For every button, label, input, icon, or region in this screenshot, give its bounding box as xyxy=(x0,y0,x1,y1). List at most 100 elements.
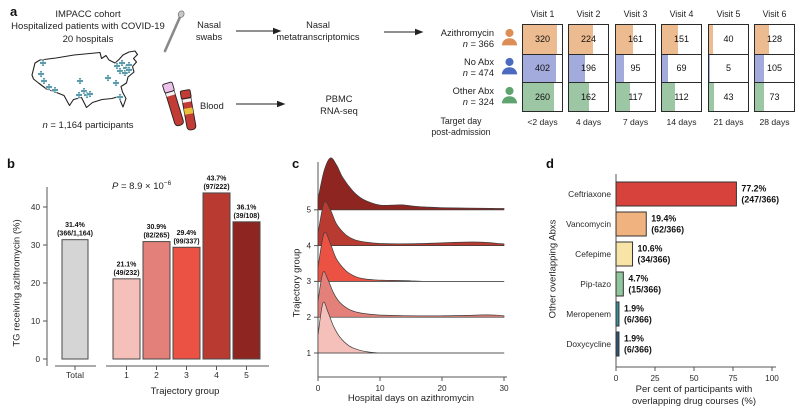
bar-3 xyxy=(172,246,201,360)
bar-Total xyxy=(61,239,89,360)
blood-tubes-icon xyxy=(162,81,197,131)
visit-cell-fill xyxy=(569,83,589,111)
marker-bar xyxy=(76,79,84,83)
hospital-marker xyxy=(104,74,112,82)
category-label: Pip-tazo xyxy=(580,279,611,289)
arrow-icon xyxy=(236,27,282,35)
category-label: Meropenem xyxy=(566,309,611,319)
bar-Cefepime xyxy=(615,241,634,267)
visit-cell-fill xyxy=(709,25,714,54)
visit-cell-count: 128 xyxy=(766,34,783,45)
person-icon xyxy=(501,28,518,46)
group-name: No Abx xyxy=(464,57,494,67)
x-tick-label: 0 xyxy=(614,374,619,383)
visit-cell: 402 xyxy=(523,53,562,83)
visit-cell-count: 402 xyxy=(534,63,551,74)
panel-d-xlabel-line2: overlapping drug courses (%) xyxy=(631,396,757,407)
marker-bar xyxy=(80,89,88,93)
hospital-marker xyxy=(112,79,120,87)
visit-cell: 73 xyxy=(755,82,794,111)
visit-cell-fill xyxy=(523,25,558,54)
x-tick-label: 50 xyxy=(689,374,699,383)
bar-label-frac: (82/265) xyxy=(143,233,169,240)
marker-bar xyxy=(40,79,48,83)
marker-bar xyxy=(39,61,47,65)
visit-header: Visit 1 xyxy=(530,9,555,19)
marker-bar xyxy=(51,88,59,92)
marker-bar xyxy=(37,72,45,76)
visit-cell-fill xyxy=(755,83,764,111)
bar-label-pct: 19.4% xyxy=(651,214,676,224)
panel-a: a IMPACC cohort Hospitalized patients wi… xyxy=(0,0,800,150)
visit-cell: 162 xyxy=(569,82,608,111)
visit-cell-fill xyxy=(523,83,555,111)
bar-label-frac: (49/232) xyxy=(113,270,139,277)
panel-c-letter: c xyxy=(292,156,300,171)
visit-cell-count: 69 xyxy=(676,63,687,74)
bar-Pip-tazo xyxy=(615,271,624,297)
bar-label-frac: (366/1,164) xyxy=(57,231,93,238)
visit-cell: 43 xyxy=(709,82,748,111)
visit-cell: 105 xyxy=(755,53,794,83)
visit-cell: 260 xyxy=(523,82,562,111)
visit-cell-count: 73 xyxy=(769,92,780,103)
target-day-value: 21 days xyxy=(713,117,744,127)
person-icon xyxy=(501,57,518,75)
group-n: n = 366 xyxy=(462,39,494,49)
marker-bar xyxy=(112,81,120,85)
bar-label-pct: 31.4% xyxy=(65,222,86,229)
pvalue-p: P xyxy=(112,181,119,193)
visit-cell: 40 xyxy=(709,25,748,54)
target-day-value: 4 days xyxy=(575,117,602,127)
visit-cell-fill xyxy=(616,25,634,54)
category-label: Cefepime xyxy=(575,249,611,259)
ridge-density-1 xyxy=(317,301,505,354)
visit-cell-count: 196 xyxy=(580,63,597,74)
panel-d-xlabel: Per cent of participants with overlappin… xyxy=(614,384,774,408)
panel-b-xlabel: Trajectory group xyxy=(150,386,220,397)
panel-d: d Other overlapping Abxs Per cent of par… xyxy=(540,150,800,410)
visit-cell-count: 320 xyxy=(534,34,551,45)
hospital-marker xyxy=(118,59,126,67)
visit-cell: 196 xyxy=(569,53,608,83)
hospital-marker xyxy=(51,86,59,94)
x-tick-label: 10 xyxy=(375,384,385,393)
visit-cell: 69 xyxy=(662,53,701,83)
bar-label-frac: (34/366) xyxy=(638,255,671,265)
marker-bar xyxy=(125,63,133,67)
x-tick-label: 20 xyxy=(437,384,447,393)
us-outline xyxy=(31,50,139,109)
panel-b-chart: 010203040Total31.4%(366/1,164)121.1%(49/… xyxy=(31,175,269,380)
x-tick-label: 3 xyxy=(184,370,189,380)
marker-bar xyxy=(121,71,129,75)
panel-a-letter: a xyxy=(10,4,18,19)
pvalue-exp: −6 xyxy=(163,180,172,187)
bar-5 xyxy=(232,221,261,360)
group-label-no-abx: No Abx n = 474 xyxy=(418,57,494,79)
y-tick-label: 1 xyxy=(306,349,311,358)
category-label: Vancomycin xyxy=(566,219,611,229)
visit-cell-fill xyxy=(709,83,715,111)
panel-c-ylabel: Trajectory group xyxy=(291,248,303,318)
visit-cell: 112 xyxy=(662,82,701,111)
category-label: Doxycycline xyxy=(566,339,611,349)
visit-cell-fill xyxy=(662,25,679,54)
target-day-value: 28 days xyxy=(759,117,790,127)
y-tick-label: 5 xyxy=(306,206,311,215)
x-tick-label: 30 xyxy=(499,384,509,393)
visit-cell-fill xyxy=(523,54,557,83)
target-day-value: <2 days xyxy=(527,117,558,127)
blood-assay-line2: RNA-seq xyxy=(320,106,358,117)
hospital-site-markers xyxy=(37,59,133,101)
nasal-swabs-label: Nasal swabs xyxy=(186,19,232,43)
visit-header: Visit 2 xyxy=(576,9,601,19)
marker-bar xyxy=(118,61,126,65)
x-tick-label: 25 xyxy=(650,374,660,383)
x-tick-label: 2 xyxy=(154,370,159,380)
y-tick-label: 30 xyxy=(31,241,41,250)
target-day-value: 7 days xyxy=(622,117,649,127)
bar-label-frac: (97/222) xyxy=(203,184,229,191)
visit-cell-count: 162 xyxy=(580,92,597,103)
